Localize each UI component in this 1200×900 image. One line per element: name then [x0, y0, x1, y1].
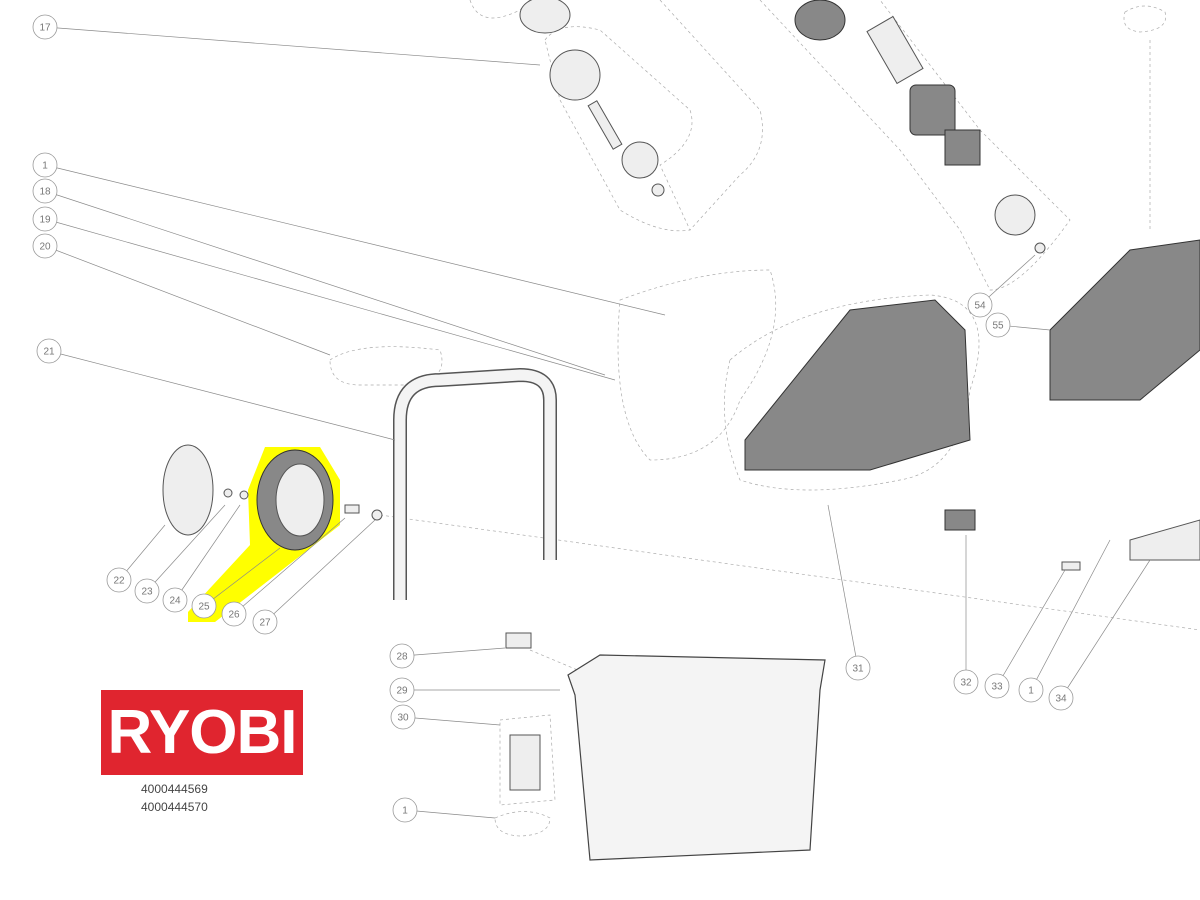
part-washer: [371, 509, 383, 521]
part-fan: [994, 194, 1036, 236]
callout-28: 28: [389, 643, 415, 669]
callout-label: 29: [396, 686, 408, 697]
part-shaft: [587, 100, 623, 150]
leader-line: [44, 164, 666, 316]
part-handle-frame: [393, 367, 557, 600]
callout-label: 20: [39, 242, 51, 253]
callout-25: 25: [191, 593, 217, 619]
callout-19: 19: [32, 206, 58, 232]
leader-line: [233, 517, 346, 615]
callout-label: 21: [43, 347, 55, 358]
callout-24: 24: [162, 587, 188, 613]
callout-55: 55: [985, 312, 1011, 338]
callout-label: 17: [39, 23, 51, 34]
callout-33: 33: [984, 673, 1010, 699]
callout-34: 34: [1048, 685, 1074, 711]
callout-label: 1: [402, 806, 408, 817]
callout-label: 1: [42, 161, 48, 172]
part-belt-ring: [519, 0, 571, 34]
part-latch: [509, 734, 541, 791]
leader-line: [1030, 539, 1111, 691]
leader-line: [44, 245, 331, 356]
callout-label: 18: [39, 187, 51, 198]
part-pulley: [549, 49, 601, 101]
leader-line: [48, 350, 396, 441]
part-clip: [505, 632, 532, 649]
callout-32: 32: [953, 669, 979, 695]
callout-label: 19: [39, 215, 51, 226]
callout-27: 27: [252, 609, 278, 635]
part-chute: [1049, 239, 1200, 401]
callout-1: 1: [32, 152, 58, 178]
part-number-1: 4000444569: [141, 782, 208, 796]
callout-18: 18: [32, 178, 58, 204]
callout-label: 1: [1028, 686, 1034, 697]
part-number-2: 4000444570: [141, 800, 208, 814]
callout-label: 33: [991, 682, 1003, 693]
callout-label: 25: [198, 602, 210, 613]
leader-lines: [44, 26, 1151, 819]
leader-line: [44, 190, 606, 376]
leader-line: [402, 716, 501, 726]
group-outlines: [329, 0, 1200, 837]
leader-line: [174, 504, 241, 601]
callout-label: 31: [852, 664, 864, 675]
part-bearing-housing: [621, 141, 659, 179]
part-auger-housing: [744, 299, 971, 471]
part-bracket: [1129, 519, 1200, 561]
callouts: 17 1 18 19 20 21 22 23 24 25 26 27 28 29 30 1 31 32 33 1 34 5…: [32, 14, 1074, 823]
callout-29: 29: [389, 677, 415, 703]
leader-line: [1060, 559, 1151, 699]
callout-label: 27: [259, 618, 271, 629]
parts: [162, 0, 1200, 861]
callout-1: 1: [1018, 677, 1044, 703]
part-switch: [944, 509, 976, 531]
callout-label: 30: [397, 713, 409, 724]
callout-label: 24: [169, 596, 181, 607]
callout-20: 20: [32, 233, 58, 259]
part-bucket: [567, 654, 826, 861]
callout-17: 17: [32, 14, 58, 40]
part-hubcap: [162, 444, 214, 536]
part-motor-brush: [794, 0, 846, 41]
callout-31: 31: [845, 655, 871, 681]
callout-30: 30: [390, 704, 416, 730]
callout-label: 26: [228, 610, 240, 621]
callout-label: 23: [141, 587, 153, 598]
callout-22: 22: [106, 567, 132, 593]
callout-26: 26: [221, 601, 247, 627]
leader-line: [146, 504, 226, 592]
callout-54: 54: [967, 292, 993, 318]
leader-line: [44, 218, 616, 381]
callout-label: 22: [113, 576, 125, 587]
callout-label: 54: [974, 301, 986, 312]
leader-line: [827, 504, 859, 669]
callout-1: 1: [392, 797, 418, 823]
ryobi-logo: RYOBI: [101, 690, 303, 775]
part-armature: [866, 15, 924, 85]
leader-line: [203, 547, 281, 607]
leader-line: [996, 569, 1066, 687]
callout-label: 28: [396, 652, 408, 663]
leader-line: [404, 809, 496, 819]
leader-line: [264, 519, 376, 623]
callout-23: 23: [134, 578, 160, 604]
callout-label: 34: [1055, 694, 1067, 705]
leader-line: [44, 26, 541, 66]
leader-line: [401, 647, 506, 657]
part-motor-housing: [909, 84, 956, 136]
part-axle-bushing: [344, 504, 360, 514]
callout-label: 32: [960, 678, 972, 689]
callout-label: 55: [992, 321, 1004, 332]
callout-21: 21: [36, 338, 62, 364]
